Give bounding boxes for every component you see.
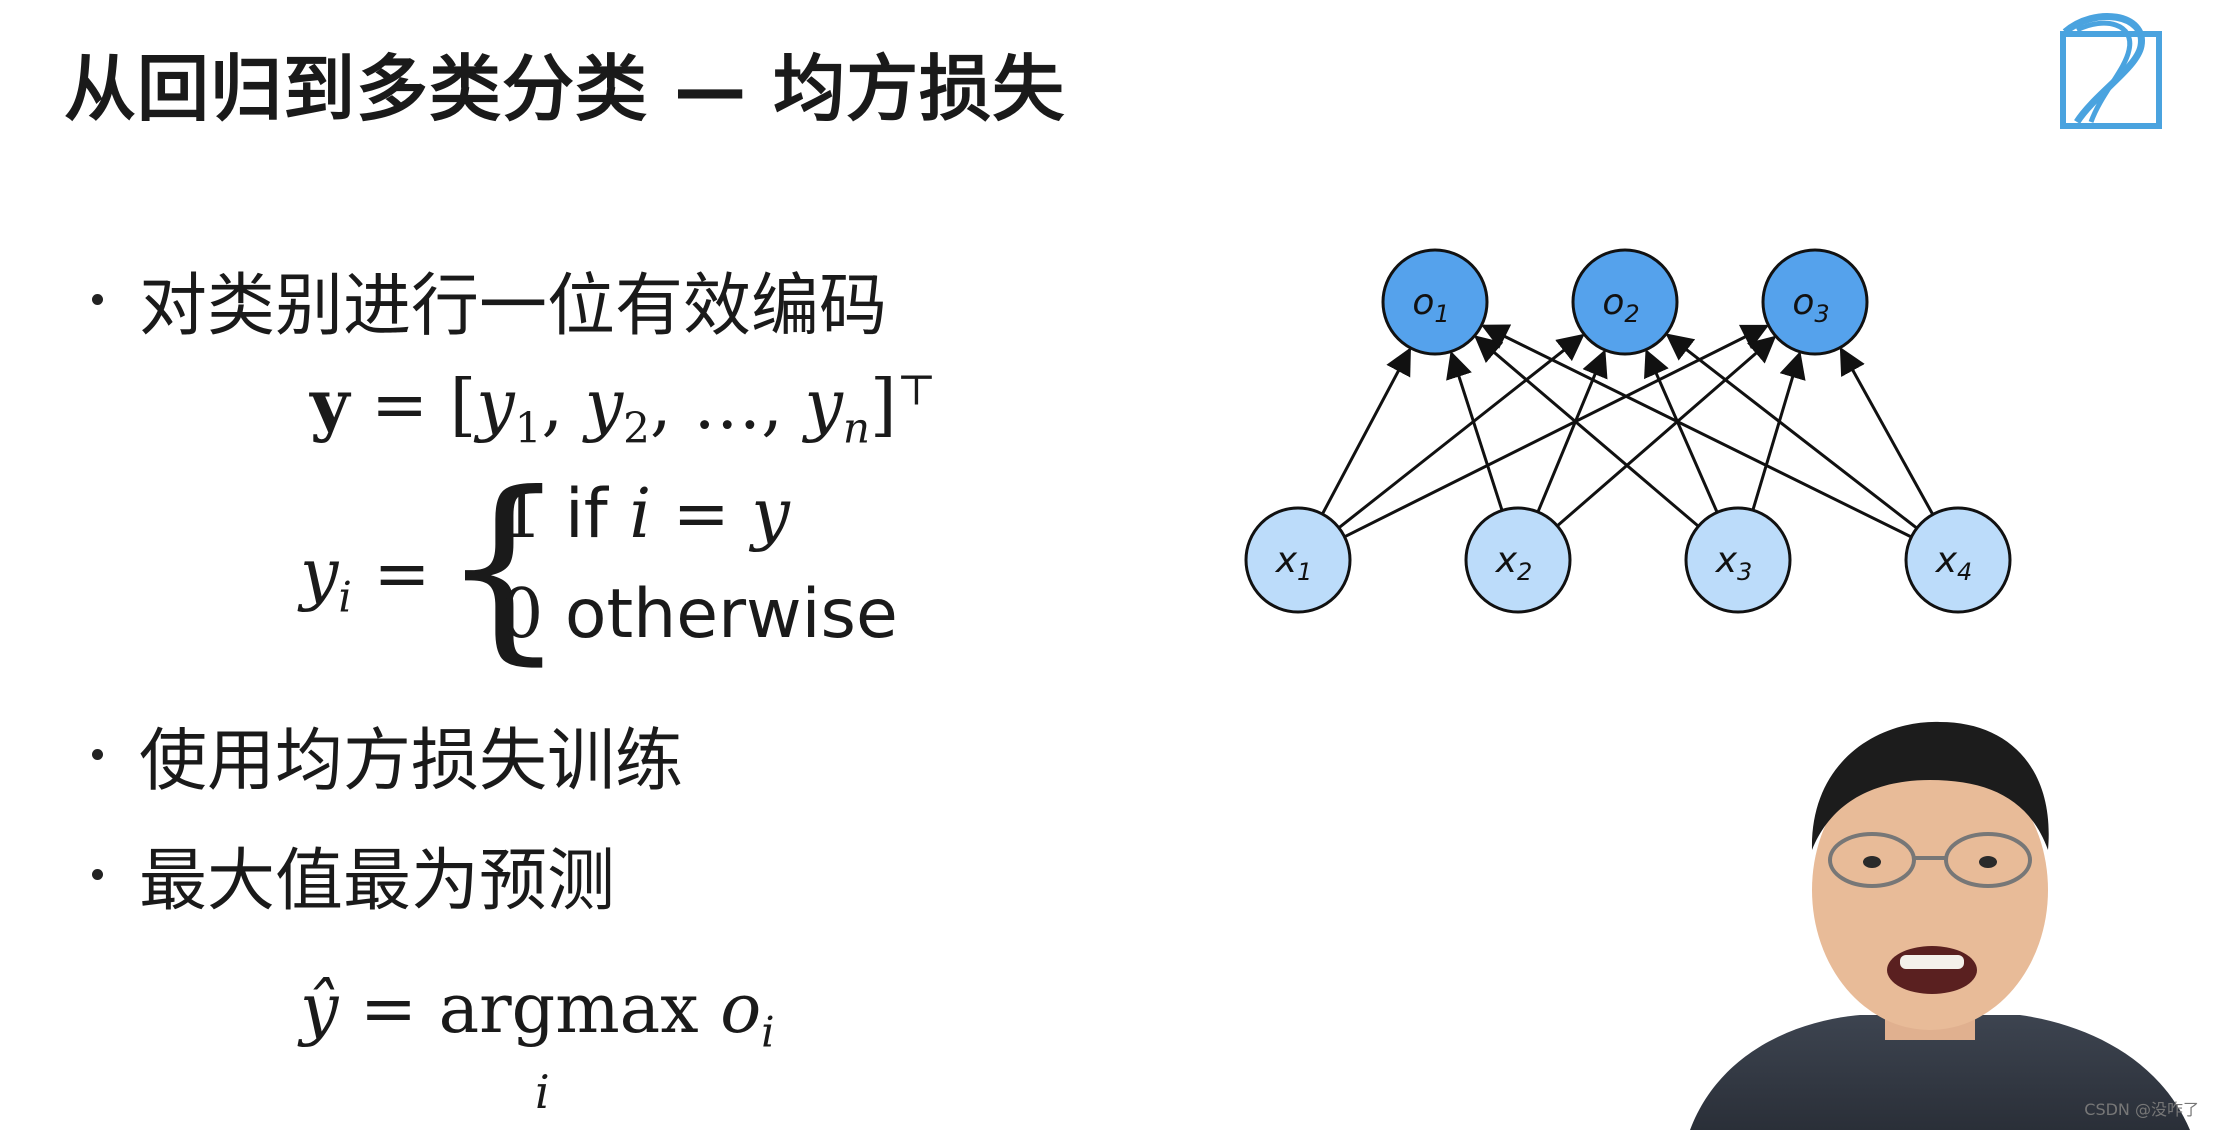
output-node-circle <box>1571 248 1679 356</box>
case-one: 1 if i = y <box>500 475 790 554</box>
bullet-one-hot: 对类别进行一位有效编码 <box>92 250 887 349</box>
edge-x3-o2 <box>1644 348 1719 513</box>
bullet-text: 最大值最为预测 <box>139 842 616 921</box>
edge-x4-o2 <box>1665 333 1918 530</box>
input-node-circle <box>1244 506 1352 614</box>
edge-x1-o2 <box>1337 333 1585 529</box>
output-node-1: o1 <box>1381 248 1489 356</box>
edge-x3-o1 <box>1474 335 1700 528</box>
input-node-1: x1 <box>1244 506 1352 614</box>
edge-x3-o3 <box>1751 351 1806 511</box>
edge-x2-o1 <box>1446 350 1504 511</box>
curly-brace: { <box>440 450 568 683</box>
edge-x2-o3 <box>1556 335 1777 528</box>
edge-x2-o2 <box>1536 349 1608 513</box>
one-hot-vector-equation: y = [y1, y2, …, yn]⊤ <box>310 365 937 453</box>
edge-x4-o3 <box>1839 346 1935 516</box>
input-node-circle <box>1684 506 1792 614</box>
case-zero: 0 otherwise <box>500 575 898 654</box>
edge-x4-o1 <box>1481 324 1913 539</box>
edge-x1-o3 <box>1343 324 1770 539</box>
slide-title: 从回归到多类分类 — 均方损失 <box>64 47 1066 131</box>
input-node-4: x4 <box>1904 506 2012 614</box>
bullet-dot <box>92 749 103 760</box>
output-node-circle <box>1761 248 1869 356</box>
edge-x1-o1 <box>1321 347 1411 515</box>
argmax-equation: ŷ = argmax oi i <box>300 970 775 1119</box>
bullet-dot <box>92 869 103 880</box>
bullet-text: 对类别进行一位有效编码 <box>139 267 888 346</box>
input-node-label: x1 <box>1275 540 1313 586</box>
bullet-max-prediction: 最大值最为预测 <box>92 825 615 924</box>
input-node-circle <box>1904 506 2012 614</box>
network-diagram: o1 o2 o3 x1 x2 x3 x4 <box>1244 248 2012 614</box>
output-node-2: o2 <box>1571 248 1679 356</box>
output-node-3: o3 <box>1761 248 1869 356</box>
bullet-dot <box>92 294 103 305</box>
input-node-3: x3 <box>1684 506 1792 614</box>
bullet-mse-training: 使用均方损失训练 <box>92 705 683 804</box>
presenter-photo <box>1690 721 2190 1130</box>
bullet-text: 使用均方损失训练 <box>139 722 684 801</box>
d2l-logo-icon <box>2060 12 2162 129</box>
input-node-circle <box>1464 506 1572 614</box>
csdn-watermark: CSDN @没咋了 <box>2084 1100 2199 1119</box>
input-node-2: x2 <box>1464 506 1572 614</box>
output-node-circle <box>1381 248 1489 356</box>
